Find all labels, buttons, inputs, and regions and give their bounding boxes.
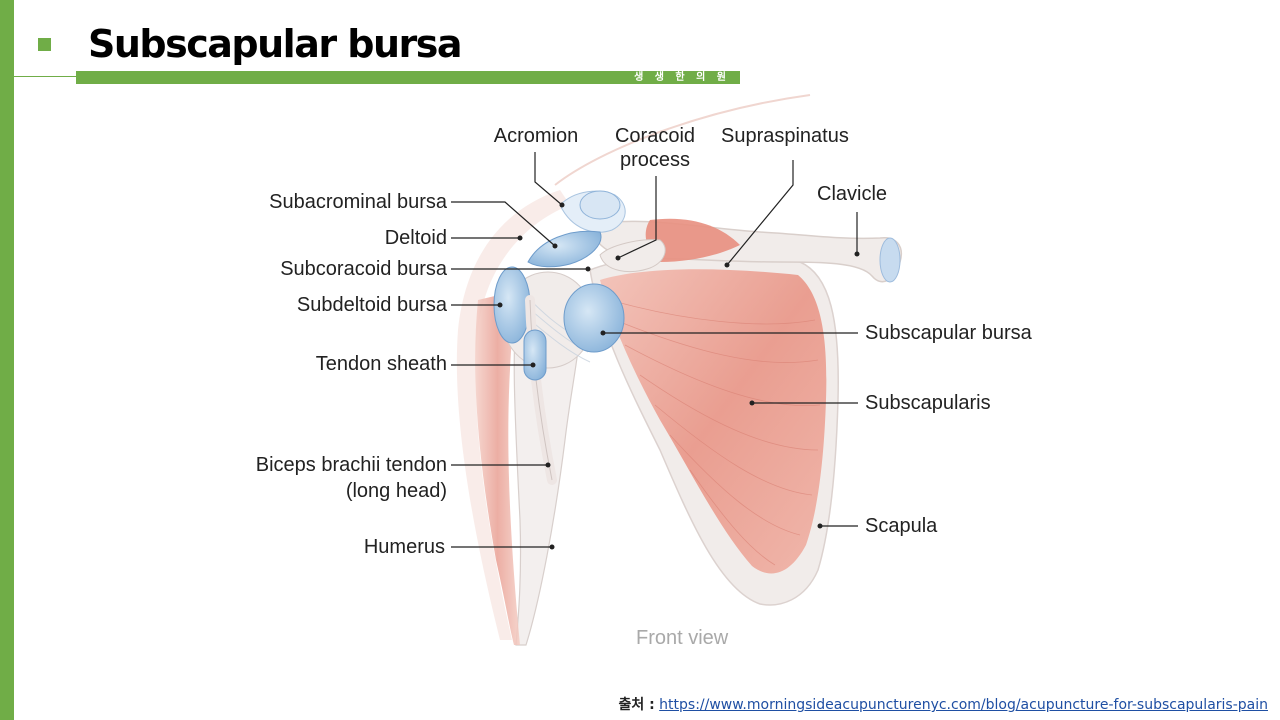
label-biceps-line1: Biceps brachii tendon — [255, 454, 447, 476]
skin-outline — [554, 94, 811, 186]
leader-dots — [497, 202, 860, 550]
label-clavicle: Clavicle — [817, 183, 888, 205]
supraspinatus-muscle — [645, 218, 740, 262]
subscapularis-fibers — [609, 299, 821, 566]
left-accent-bar — [0, 0, 14, 720]
deltoid-outline — [456, 190, 570, 640]
label-supraspinatus: Supraspinatus — [721, 125, 849, 147]
label-subdeltoid-bursa: Subdeltoid bursa — [296, 294, 447, 316]
subacrominal-bursa-shape — [527, 230, 602, 268]
view-caption: Front view — [636, 627, 729, 649]
label-tendon-sheath: Tendon sheath — [315, 353, 447, 375]
page-title: Subscapular bursa — [88, 22, 463, 66]
title-underline-thin — [14, 76, 76, 77]
coracoid-bursa-shape — [579, 190, 621, 220]
label-subcoracoid-bursa: Subcoracoid bursa — [280, 258, 447, 280]
label-humerus: Humerus — [363, 536, 445, 558]
arm-muscle — [475, 290, 520, 645]
title-underline-bar — [76, 71, 740, 84]
label-biceps-line2: (long head) — [345, 480, 447, 502]
label-coracoid-line2: process — [619, 149, 691, 171]
source-label: 출처 : — [618, 697, 655, 713]
clavicle-end — [879, 237, 901, 283]
label-acromion: Acromion — [493, 125, 579, 147]
clinic-name: 생 생 한 의 원 — [634, 72, 730, 83]
source-link[interactable]: https://www.morningsideacupuncturenyc.co… — [659, 697, 1268, 713]
tendon-sheath-shape — [523, 329, 547, 381]
label-subacrominal-bursa: Subacrominal bursa — [269, 191, 447, 213]
label-subscapular-bursa: Subscapular bursa — [865, 322, 1032, 344]
label-deltoid: Deltoid — [384, 227, 447, 249]
source-citation: 출처 : https://www.morningsideacupuncturen… — [618, 694, 1268, 714]
coracoid-bone — [599, 239, 666, 273]
title-bullet-square — [38, 38, 51, 51]
label-coracoid-line1: Coracoid — [614, 125, 696, 147]
label-subscapularis: Subscapularis — [865, 392, 991, 414]
label-scapula: Scapula — [865, 515, 938, 537]
subscapular-bursa-shape — [563, 283, 625, 353]
subscapularis-muscle — [600, 269, 827, 574]
leader-lines — [451, 152, 858, 548]
